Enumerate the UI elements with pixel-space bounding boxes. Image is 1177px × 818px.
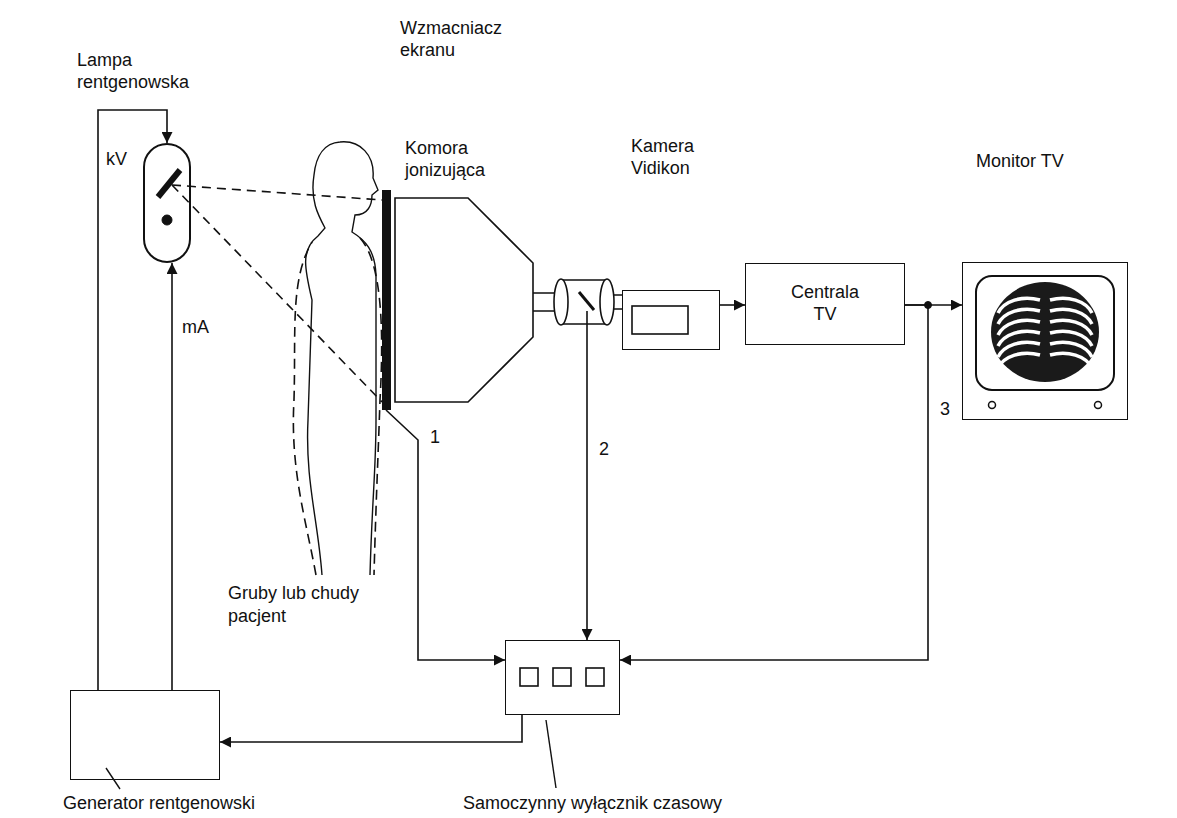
x-ray-generator: Generator rentgenowski — [70, 690, 220, 780]
ribs — [998, 298, 1092, 368]
tv-control-box: Centrala TV — [745, 263, 905, 345]
image-intensifier: Wzmacniacz ekranu — [393, 195, 622, 410]
beam-line — [172, 185, 382, 402]
signal-connector — [220, 715, 522, 742]
connector-label: 3 — [938, 400, 952, 420]
mirror — [579, 292, 594, 310]
rib — [998, 353, 1040, 368]
signal-connector — [620, 305, 928, 660]
chest-image — [991, 282, 1099, 382]
monitor-knob — [989, 402, 996, 409]
timer-window — [520, 668, 538, 686]
connector-label: kV — [104, 150, 129, 170]
patient-thin-outline — [306, 142, 378, 575]
node-label: Monitor TV — [976, 151, 1126, 173]
camera-box: Kamera Vidikon — [622, 290, 720, 350]
patient-thick-outline — [293, 238, 381, 575]
monitor-screen — [976, 276, 1114, 390]
signal-connector — [386, 410, 505, 660]
connector-label: 1 — [428, 428, 442, 448]
connector-label: mA — [180, 318, 211, 338]
automatic-timer-box: Samoczynny wyłącznik czasowy — [505, 640, 620, 715]
leader-line — [546, 720, 556, 788]
signal-stub — [586, 311, 588, 410]
node-label: Centrala TV — [780, 282, 870, 325]
camera-tube — [632, 306, 688, 334]
rib — [1050, 353, 1092, 368]
signal-connector — [586, 410, 588, 640]
monitor-knob — [1095, 402, 1102, 409]
signal-connector — [98, 110, 167, 690]
timer-window — [553, 668, 571, 686]
node-label: Kamera Vidikon — [631, 136, 731, 179]
node-label: Lampa rentgenowska — [77, 50, 207, 93]
ionization-chamber: Komora jonizująca — [382, 190, 391, 410]
signal-connector — [171, 263, 173, 690]
x-ray-tube: Lampa rentgenowska — [143, 143, 191, 263]
timer-window — [586, 668, 604, 686]
optics-tube — [533, 280, 622, 324]
node-label: Generator rentgenowski — [63, 793, 333, 815]
anode — [158, 170, 180, 197]
lens — [600, 279, 614, 325]
lens — [554, 279, 568, 325]
cathode — [162, 215, 172, 225]
connector-label: 2 — [597, 440, 611, 460]
tv-monitor: Monitor TV — [962, 262, 1128, 420]
intensifier-body — [395, 198, 533, 402]
leader-line — [106, 768, 120, 789]
intensifier-outline — [393, 195, 622, 410]
node-label: Samoczynny wyłącznik czasowy — [463, 793, 763, 815]
beam-line — [172, 185, 382, 200]
signal-connector — [720, 304, 745, 306]
node-label: Wzmacniacz ekranu — [400, 18, 520, 61]
note-label: Gruby lub chudy pacjent — [228, 582, 388, 627]
node-label: Komora jonizująca — [405, 138, 515, 181]
